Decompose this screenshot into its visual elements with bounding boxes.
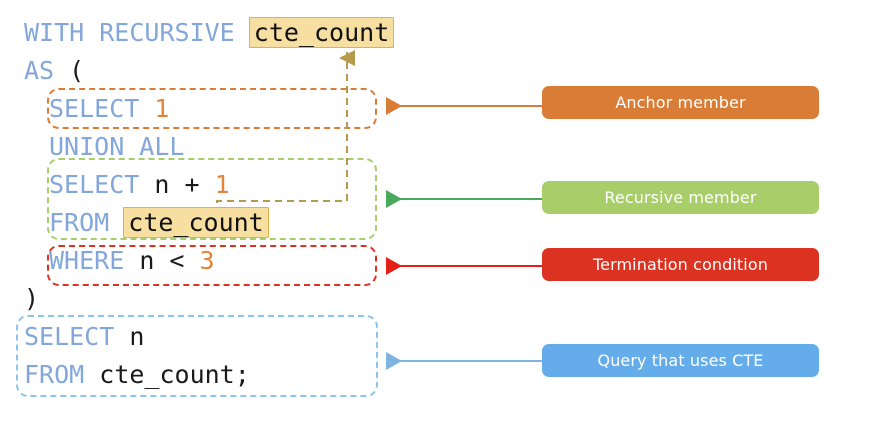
code-token-ident: n < xyxy=(139,246,200,275)
dashed-box-anchor-member xyxy=(47,88,377,129)
code-token-num: 3 xyxy=(199,246,215,275)
code-line-as: AS ( xyxy=(24,52,393,90)
code-token-kw: AS xyxy=(24,56,70,85)
code-token-num: 1 xyxy=(154,94,170,123)
code-token-kw: WITH RECURSIVE xyxy=(24,18,250,47)
code-token-kw: WHERE xyxy=(49,246,140,275)
dashed-box-termination-condition xyxy=(47,245,377,286)
label-anchor-member[interactable]: Anchor member xyxy=(542,86,819,119)
code-token-kw: FROM xyxy=(24,360,100,389)
label-anchor-member-text: Anchor member xyxy=(615,93,746,112)
code-token-kw: SELECT xyxy=(24,322,130,351)
label-recursive-member[interactable]: Recursive member xyxy=(542,181,819,214)
cte-name-highlight-declaration: cte_count xyxy=(248,17,395,48)
dashed-box-recursive-member xyxy=(47,158,377,240)
code-line-from-cte: FROM cte_count xyxy=(24,204,393,242)
code-line-union-all: UNION ALL xyxy=(24,128,393,166)
code-token-kw: SELECT xyxy=(49,170,155,199)
label-query-that-uses-cte-text: Query that uses CTE xyxy=(597,351,764,370)
label-termination-condition[interactable]: Termination condition xyxy=(542,248,819,281)
code-token-ident: cte_count; xyxy=(99,360,250,389)
label-query-that-uses-cte[interactable]: Query that uses CTE xyxy=(542,344,819,377)
code-line-where: WHERE n < 3 xyxy=(24,242,393,280)
cte-name-highlight-reference: cte_count xyxy=(123,207,269,238)
code-line-outer-select: SELECT n xyxy=(24,318,393,356)
code-token-ident: n + xyxy=(154,170,215,199)
label-recursive-member-text: Recursive member xyxy=(604,188,757,207)
code-token-num: 1 xyxy=(214,170,230,199)
code-token-op: ) xyxy=(24,284,40,313)
code-token-kw: SELECT xyxy=(49,94,155,123)
code-line-close-paren: ) xyxy=(24,280,393,318)
code-token-kw: UNION ALL xyxy=(49,132,185,161)
dashed-box-outer-query xyxy=(16,315,378,397)
code-line-with: WITH RECURSIVE cte_count xyxy=(24,14,395,52)
code-line-outer-from: FROM cte_count; xyxy=(24,356,393,394)
label-termination-condition-text: Termination condition xyxy=(593,255,768,274)
code-token-kw: FROM xyxy=(49,208,125,237)
code-line-anchor: SELECT 1 xyxy=(24,90,393,128)
code-token-ident: n xyxy=(129,322,145,351)
code-line-recursive-select: SELECT n + 1 xyxy=(24,166,393,204)
code-token-op: ( xyxy=(69,56,85,85)
